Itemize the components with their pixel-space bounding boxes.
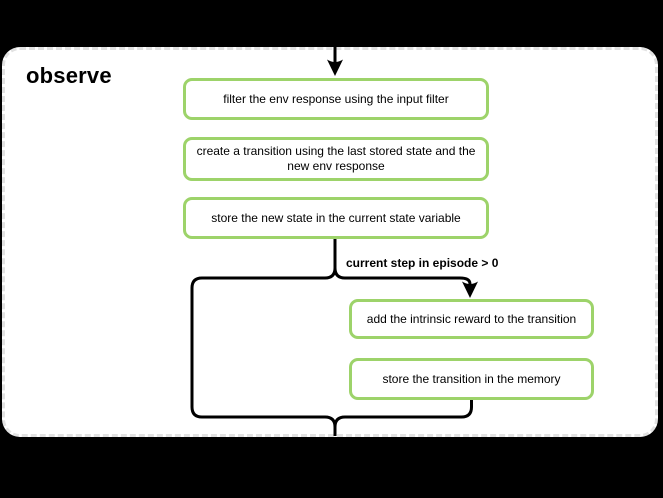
condition-edge-label: current step in episode > 0 xyxy=(346,256,499,270)
node-label: create a transition using the last store… xyxy=(196,144,476,173)
node-create-transition: create a transition using the last store… xyxy=(183,137,489,181)
group-title: observe xyxy=(26,63,112,88)
node-store-transition: store the transition in the memory xyxy=(349,358,594,400)
node-label: filter the env response using the input … xyxy=(223,91,449,106)
node-label: store the new state in the current state… xyxy=(211,210,461,225)
node-store-new-state: store the new state in the current state… xyxy=(183,197,489,239)
node-label: add the intrinsic reward to the transiti… xyxy=(366,311,577,326)
node-label: store the transition in the memory xyxy=(382,371,561,386)
node-add-intrinsic-reward: add the intrinsic reward to the transiti… xyxy=(349,299,594,339)
node-filter-env-response: filter the env response using the input … xyxy=(183,78,489,120)
